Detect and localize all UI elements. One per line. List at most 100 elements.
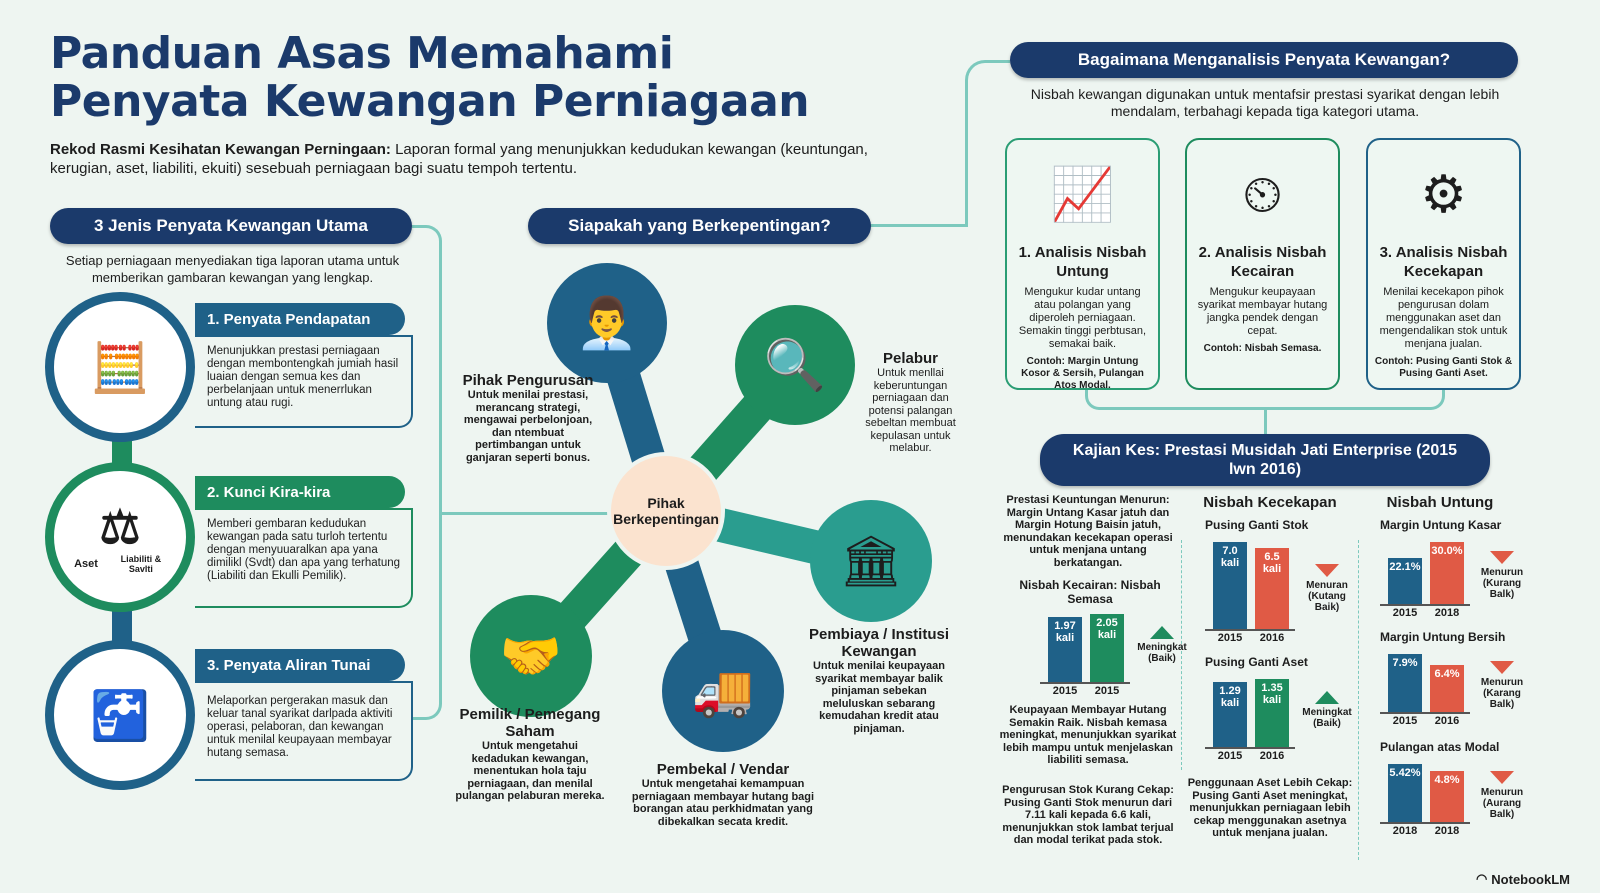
stakeholder-hub: Pihak Berkepentingan: [607, 452, 725, 570]
chart-baseline: [1040, 682, 1130, 684]
chart-year-label: 2015: [1392, 607, 1418, 619]
triangle-up-icon: [1315, 691, 1339, 704]
statements-subtitle: Setiap perniagaan menyediakan tiga lapor…: [65, 253, 400, 285]
efficiency-title: Nisbah Kecekapan: [1203, 494, 1337, 511]
chart-year-label: 2018: [1392, 825, 1418, 837]
chart-title: Pusing Ganti Stok: [1205, 518, 1309, 532]
column-divider: [1358, 540, 1359, 860]
chart-baseline: [1380, 604, 1470, 606]
statement-label: 3. Penyata Aliran Tunai: [195, 649, 405, 681]
analysis-header: Bagaimana Menganalisis Penyata Kewangan?: [1010, 42, 1518, 78]
connector-line: [870, 224, 968, 227]
chart-title: Margin Untung Bersih: [1380, 630, 1506, 644]
chart-stock-turnover: Pusing Ganti Stok 7.0 kali 2015 6.5 kali 201…: [1205, 518, 1348, 645]
trend-up-indicator: Meningkat (Baik): [1132, 626, 1192, 664]
analysis-subtitle: Nisbah kewangan digunakan untuk mentafsi…: [1030, 86, 1500, 119]
chart-year-label: 2018: [1434, 825, 1460, 837]
stakeholder-owner: Pemilik / Pemegang Saham Untuk mengetahu…: [455, 706, 605, 802]
chart-bar: 2.05 kali: [1090, 614, 1124, 682]
intro-text: Rekod Rasmi Kesihatan Kewangan Perningaa…: [50, 141, 868, 177]
trend-down-indicator: Menurun (Kurang Balk): [1472, 551, 1532, 600]
chart-current-ratio: 1.97 kali 2015 2.05 kali 2015 Meningkat (Bai…: [1040, 610, 1187, 698]
chart-bar: 6.5 kali: [1255, 548, 1289, 629]
statement-label: 1. Penyata Pendapatan: [195, 303, 405, 335]
triangle-down-icon: [1315, 563, 1339, 577]
statements-header: 3 Jenis Penyata Kewangan Utama: [50, 208, 412, 244]
chart-year-label: 2016: [1259, 632, 1285, 644]
chart-year-label: 2015: [1052, 685, 1078, 697]
connector-line: [1264, 408, 1267, 436]
clock-gears-icon: ⚙: [1420, 166, 1467, 224]
connector-line: [440, 512, 610, 515]
triangle-down-icon: [1490, 771, 1514, 784]
trend-down-indicator: Menuran (Kutang Baik): [1297, 563, 1357, 613]
gauge-icon: ⏲: [1242, 166, 1283, 224]
chart-bar: 5.42%: [1388, 764, 1422, 822]
trend-label: Meningkat (Baik): [1137, 642, 1187, 664]
chart-year-label: 2015: [1094, 685, 1120, 697]
triangle-down-icon: [1490, 661, 1514, 674]
chart-bar: 22.1%: [1388, 558, 1422, 604]
trend-label: Meningkat (Baik): [1302, 707, 1352, 729]
manager-desk-icon: 👨‍💼: [547, 263, 667, 383]
column-divider: [1181, 540, 1182, 770]
chart-roe: Pulangan atas Modal 5.42% 2018 4.8% 2018 Menu…: [1380, 740, 1523, 838]
chart-year-label: 2015: [1217, 750, 1243, 762]
chart-year-label: 2015: [1217, 632, 1243, 644]
stock-note: Pengurusan Stok Kurang Cekap: Pusing Gan…: [1002, 784, 1174, 846]
calculator-money-icon: 🧮: [45, 292, 195, 442]
analysis-card-liquidity: ⏲ 2. Analisis Nisbah Kecairan Mengukur k…: [1185, 138, 1340, 390]
handshake-icon: 🤝: [470, 595, 592, 717]
chart-baseline: [1380, 822, 1470, 824]
chart-bar: 1.35 kali: [1255, 679, 1289, 747]
water-tap-icon: 🚰: [45, 640, 195, 790]
statement-desc: Menunjukkan prestasi perniagaan dengan m…: [195, 335, 413, 428]
chart-title: Pulangan atas Modal: [1380, 740, 1500, 754]
chart-bar: 1.97 kali: [1048, 616, 1082, 682]
analysis-card-profit: 📈 1. Analisis Nisbah Untung Mengukur kud…: [1005, 138, 1160, 391]
case-study-header: Kajian Kes: Prestasi Musidah Jati Enterp…: [1040, 434, 1490, 486]
delivery-truck-icon: 🚚: [662, 630, 784, 752]
connector-line: [1085, 390, 1445, 410]
bank-icon: 🏛: [810, 500, 932, 622]
chart-baseline: [1380, 712, 1470, 714]
profit-note: Prestasi Keuntungan Menurun: Margin Unta…: [1003, 494, 1173, 569]
stakeholder-lender: Pembiaya / Institusi Kewangan Untuk meni…: [808, 626, 950, 735]
stakeholders-header: Siapakah yang Berkepentingan?: [528, 208, 871, 244]
statement-desc: Memberi gembaran kedudukan kewangan pada…: [195, 508, 413, 608]
chart-year-label: 2015: [1392, 715, 1418, 727]
profit-ratio-title: Nisbah Untung: [1386, 494, 1494, 511]
statement-desc: Melaporkan pergerakan masuk dan keluar t…: [195, 681, 413, 781]
triangle-up-icon: [1150, 626, 1174, 639]
trend-label: Menurun (Aurang Balk): [1480, 787, 1524, 820]
chart-bar: 7.9%: [1388, 654, 1422, 712]
chart-baseline: [1205, 629, 1295, 631]
trend-label: Menuran (Kutang Baik): [1306, 579, 1348, 613]
trend-label: Menurun (Karang Balk): [1480, 677, 1524, 710]
trend-up-indicator: Meningkat (Baik): [1297, 691, 1357, 729]
analysis-card-efficiency: ⚙ 3. Analisis Nisbah Kecekapan Menilai k…: [1366, 138, 1521, 390]
chart-bar: 7.0 kali: [1213, 542, 1247, 629]
chart-baseline: [1205, 747, 1295, 749]
trend-down-indicator: Menurun (Aurang Balk): [1472, 771, 1532, 820]
liquidity-note: Keupayaan Membayar Hutang Semakin Raik. …: [999, 704, 1177, 766]
statement-label: 2. Kunci Kira-kira: [195, 476, 405, 508]
chart-bar: 6.4%: [1430, 665, 1464, 712]
liquidity-title: Nisbah Kecairan: Nisbah Semasa: [1019, 578, 1161, 606]
stakeholder-investor: Pelabur Untuk menllai keberuntungan pern…: [865, 350, 956, 454]
chart-year-label: 2016: [1259, 750, 1285, 762]
stakeholder-management: Pihak Pengurusan Untuk menilai prestasi,…: [462, 372, 594, 464]
triangle-down-icon: [1490, 551, 1514, 564]
trend-label: Menurun (Kurang Balk): [1480, 567, 1524, 600]
connector-line: [965, 60, 1010, 227]
connector-line: [412, 225, 442, 720]
chart-bar: 4.8%: [1430, 770, 1464, 822]
trend-down-indicator: Menurun (Karang Balk): [1472, 661, 1532, 710]
growth-chart-crown-icon: 📈: [1050, 166, 1115, 224]
chart-bar: 1.29 kali: [1213, 682, 1247, 747]
stakeholder-supplier: Pembekal / Vendar Untuk mengetahai kemam…: [631, 761, 815, 828]
investor-magnifier-icon: 🔍: [735, 305, 855, 425]
chart-bar: 30.0%: [1430, 542, 1464, 604]
